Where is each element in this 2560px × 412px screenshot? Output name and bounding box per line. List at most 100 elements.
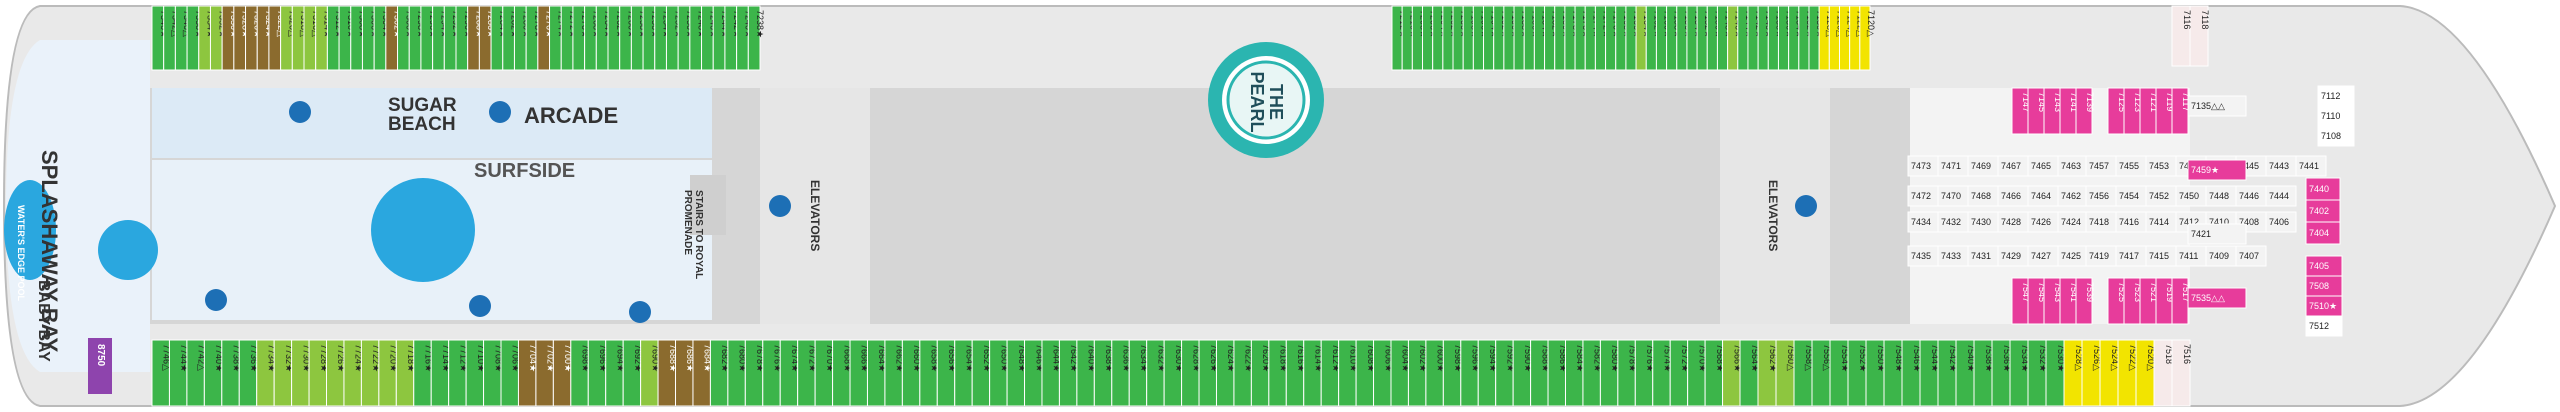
- cabin-bottom-left[interactable]: 7674★: [779, 339, 800, 407]
- cabin-bottom-left[interactable]: 7592★: [1495, 339, 1516, 407]
- cabin-interior[interactable]: 7427: [2027, 245, 2059, 267]
- cabin-interior[interactable]: 7434: [1907, 211, 1939, 233]
- venue-icon[interactable]: [629, 301, 651, 323]
- cabin-bottom-right[interactable]: 7562★: [1757, 339, 1778, 407]
- cabin-interior[interactable]: 7419: [2085, 245, 2117, 267]
- cabin-interior[interactable]: 7452: [2145, 185, 2177, 207]
- cabin-bottom-left[interactable]: 7716★: [413, 339, 434, 407]
- cabin-interior[interactable]: 7471: [1937, 155, 1969, 177]
- cabin-bottom-left[interactable]: 7568★: [1704, 339, 1725, 407]
- cabin-bottom-right[interactable]: 7544★: [1919, 339, 1940, 407]
- cabin-bottom-right[interactable]: 7520△: [2135, 339, 2156, 407]
- cabin-bottom-left[interactable]: 7622★: [1233, 339, 1254, 407]
- cabin-interior[interactable]: 7411: [2175, 245, 2207, 267]
- cabin-box[interactable]: [2317, 125, 2355, 147]
- cabin-bottom-left[interactable]: 7686★: [675, 339, 696, 407]
- cabin-bottom-left[interactable]: 7670★: [814, 339, 835, 407]
- cabin-bottom-left[interactable]: 7618★: [1268, 339, 1289, 407]
- cabin-fwd-right[interactable]: 7110: [2317, 105, 2355, 127]
- venue-icon[interactable]: [769, 195, 791, 217]
- cabin-bottom-right[interactable]: 7548★: [1883, 339, 1904, 407]
- cabin-bottom-left[interactable]: 7590★: [1512, 339, 1533, 407]
- cabin-fwd-right[interactable]: 7510★: [2305, 295, 2343, 317]
- cabin-misc[interactable]: 7535△△: [2187, 287, 2247, 309]
- cabin-bottom-left[interactable]: 7696★: [587, 339, 608, 407]
- cabin-bottom-left[interactable]: 7648★: [1006, 339, 1027, 407]
- cabin-interior[interactable]: 7465: [2027, 155, 2059, 177]
- cabin-interior[interactable]: 7453: [2145, 155, 2177, 177]
- cabin-bottom-left[interactable]: 7570★: [1687, 339, 1708, 407]
- cabin-bottom-left[interactable]: 7574★: [1652, 339, 1673, 407]
- cabin-bottom-left[interactable]: 7708★: [483, 339, 504, 407]
- cabin-bottom-left[interactable]: 7736★: [238, 339, 259, 407]
- cabin-bottom-left[interactable]: 7710★: [465, 339, 486, 407]
- cabin-box[interactable]: [2187, 223, 2247, 245]
- cabin-interior[interactable]: 7417: [2115, 245, 2147, 267]
- cabin-interior[interactable]: 7441: [2295, 155, 2327, 177]
- cabin-bottom-left[interactable]: 7744★: [168, 339, 189, 407]
- cabin-fwd-right[interactable]: 7508: [2305, 275, 2343, 297]
- cabin-bottom-left[interactable]: 7626★: [1198, 339, 1219, 407]
- cabin-box[interactable]: [2187, 159, 2247, 181]
- cabin-bottom-right[interactable]: 7560△: [1775, 339, 1796, 407]
- cabin-interior[interactable]: 7425: [2057, 245, 2089, 267]
- cabin-interior-bottom[interactable]: 7543: [2043, 277, 2063, 325]
- cabin-bottom-right[interactable]: 7522△: [2117, 339, 2138, 407]
- cabin-bottom-left[interactable]: 7580★: [1599, 339, 1620, 407]
- cabin-interior[interactable]: 7466: [1997, 185, 2029, 207]
- cabin-interior[interactable]: 7469: [1967, 155, 1999, 177]
- cabin-box[interactable]: [2187, 287, 2247, 309]
- cabin-box[interactable]: [2171, 339, 2191, 407]
- cabin-bottom-left[interactable]: 7740★: [203, 339, 224, 407]
- cabin-interior[interactable]: 7443: [2265, 155, 2297, 177]
- cabin-box[interactable]: [2295, 155, 2327, 177]
- cabin-interior[interactable]: 7409: [2205, 245, 2237, 267]
- cabin-bottom-right[interactable]: 7540★: [1955, 339, 1976, 407]
- cabin-bottom-left[interactable]: 7678★: [744, 339, 765, 407]
- cabin-bottom-left[interactable]: 7694★: [605, 339, 626, 407]
- cabin-bottom-left[interactable]: 7598★: [1442, 339, 1463, 407]
- cabin-interior[interactable]: 7415: [2145, 245, 2177, 267]
- cabin-interior-right[interactable]: 7402: [2305, 199, 2341, 223]
- cabin-interior[interactable]: 7472: [1907, 185, 1939, 207]
- cabin-box[interactable]: [2075, 87, 2093, 135]
- cabin-bottom-left[interactable]: 7718★: [395, 339, 416, 407]
- cabin-interior[interactable]: 7418: [2085, 211, 2117, 233]
- cabin-bottom-left[interactable]: 7634★: [1128, 339, 1149, 407]
- cabin-bottom-left[interactable]: 7632★: [1146, 339, 1167, 407]
- cabin-interior[interactable]: 7416: [2115, 211, 2147, 233]
- cabin-bottom-right[interactable]: 7524△: [2099, 339, 2120, 407]
- cabin-bottom-left[interactable]: 7702★: [535, 339, 556, 407]
- cabin-bottom-left[interactable]: 7630★: [1163, 339, 1184, 407]
- cabin-bottom-left[interactable]: 7732★: [273, 339, 294, 407]
- cabin-misc[interactable]: 7135△△: [2187, 95, 2247, 117]
- cabin-fwd-right[interactable]: 7108: [2317, 125, 2355, 147]
- cabin-bottom-left[interactable]: 7656★: [936, 339, 957, 407]
- cabin-bottom-left[interactable]: 7690★: [640, 339, 661, 407]
- cabin-bottom-right[interactable]: 7564★: [1739, 339, 1760, 407]
- cabin-bottom-left[interactable]: 7602★: [1407, 339, 1428, 407]
- venue-icon[interactable]: [1795, 195, 1817, 217]
- cabin-interior[interactable]: 7450: [2175, 185, 2207, 207]
- cabin-interior[interactable]: 7432: [1937, 211, 1969, 233]
- cabin-bottom-left[interactable]: 7664★: [866, 339, 887, 407]
- cabin-bottom-left[interactable]: 7650★: [989, 339, 1010, 407]
- cabin-bottom-left[interactable]: 7688★: [657, 339, 678, 407]
- cabin-interior[interactable]: 7455: [2115, 155, 2147, 177]
- cabin-interior[interactable]: 7426: [2027, 211, 2059, 233]
- cabin-interior-bottom[interactable]: 7539: [2075, 277, 2095, 325]
- cabin-fwd-top[interactable]: 7116: [2171, 5, 2192, 67]
- cabin-fwd-right[interactable]: 7405: [2305, 255, 2343, 277]
- venue-icon[interactable]: [489, 101, 511, 123]
- cabin-bottom-left[interactable]: 7654★: [954, 339, 975, 407]
- cabin-bottom-left[interactable]: 7676★: [762, 339, 783, 407]
- cabin-bottom-left[interactable]: 7586★: [1547, 339, 1568, 407]
- cabin-bottom-left[interactable]: 7594★: [1477, 339, 1498, 407]
- cabin-interior[interactable]: 7473: [1907, 155, 1939, 177]
- cabin-box[interactable]: [2187, 95, 2247, 117]
- cabin-fwd-right[interactable]: 7112: [2317, 85, 2355, 107]
- cabin-interior[interactable]: 7454: [2115, 185, 2147, 207]
- cabin-bottom-left[interactable]: 7608★: [1355, 339, 1376, 407]
- cabin-interior-right[interactable]: 7404: [2305, 221, 2341, 245]
- cabin-bottom-left[interactable]: 7638★: [1093, 339, 1114, 407]
